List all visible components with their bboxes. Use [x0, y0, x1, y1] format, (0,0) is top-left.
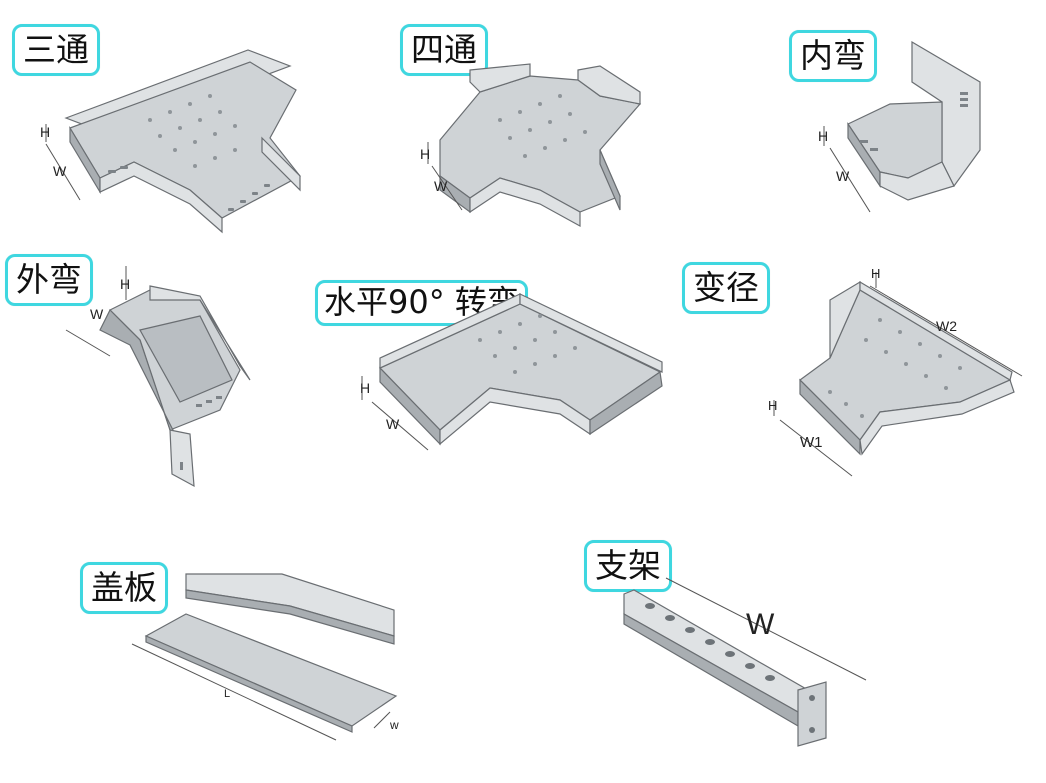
label-tee: 三通 — [12, 24, 100, 76]
tee-dim-h: H — [40, 124, 51, 140]
label-inner-bend: 内弯 — [789, 30, 877, 82]
inner-bend-fitting — [823, 40, 981, 213]
reducer-dim-h-bottom: H — [768, 398, 778, 413]
horizontal-bend-fitting — [361, 293, 663, 451]
bracket-fitting — [623, 577, 867, 747]
horizontal-bend-dim-w: W — [386, 416, 400, 432]
tee-fitting — [45, 49, 301, 234]
horizontal-bend-dim-h: H — [360, 380, 371, 396]
reducer-dim-h-top: H — [871, 266, 881, 281]
outer-bend-dim-w: W — [90, 306, 104, 322]
label-reducer: 变径 — [682, 262, 770, 314]
bracket-dim-w: W — [746, 608, 775, 641]
cover-fitting — [131, 573, 398, 741]
cover-dim-w: w — [390, 718, 399, 732]
label-cross: 四通 — [400, 24, 488, 76]
label-cover: 盖板 — [80, 562, 168, 614]
label-outer-bend: 外弯 — [5, 254, 93, 306]
cross-dim-w: W — [434, 178, 448, 194]
label-bracket: 支架 — [584, 540, 672, 592]
inner-bend-dim-h: H — [818, 128, 829, 144]
cross-dim-h: H — [420, 146, 431, 162]
reducer-dim-w1: W1 — [800, 434, 823, 451]
tee-dim-w: W — [53, 163, 67, 179]
outer-bend-fitting — [65, 266, 251, 488]
reducer-fitting — [773, 272, 1023, 477]
reducer-dim-w2: W2 — [936, 318, 957, 334]
cover-dim-l: L — [224, 688, 231, 700]
inner-bend-dim-w: W — [836, 168, 850, 184]
cross-fitting — [427, 63, 642, 228]
outer-bend-dim-h: H — [120, 276, 131, 292]
